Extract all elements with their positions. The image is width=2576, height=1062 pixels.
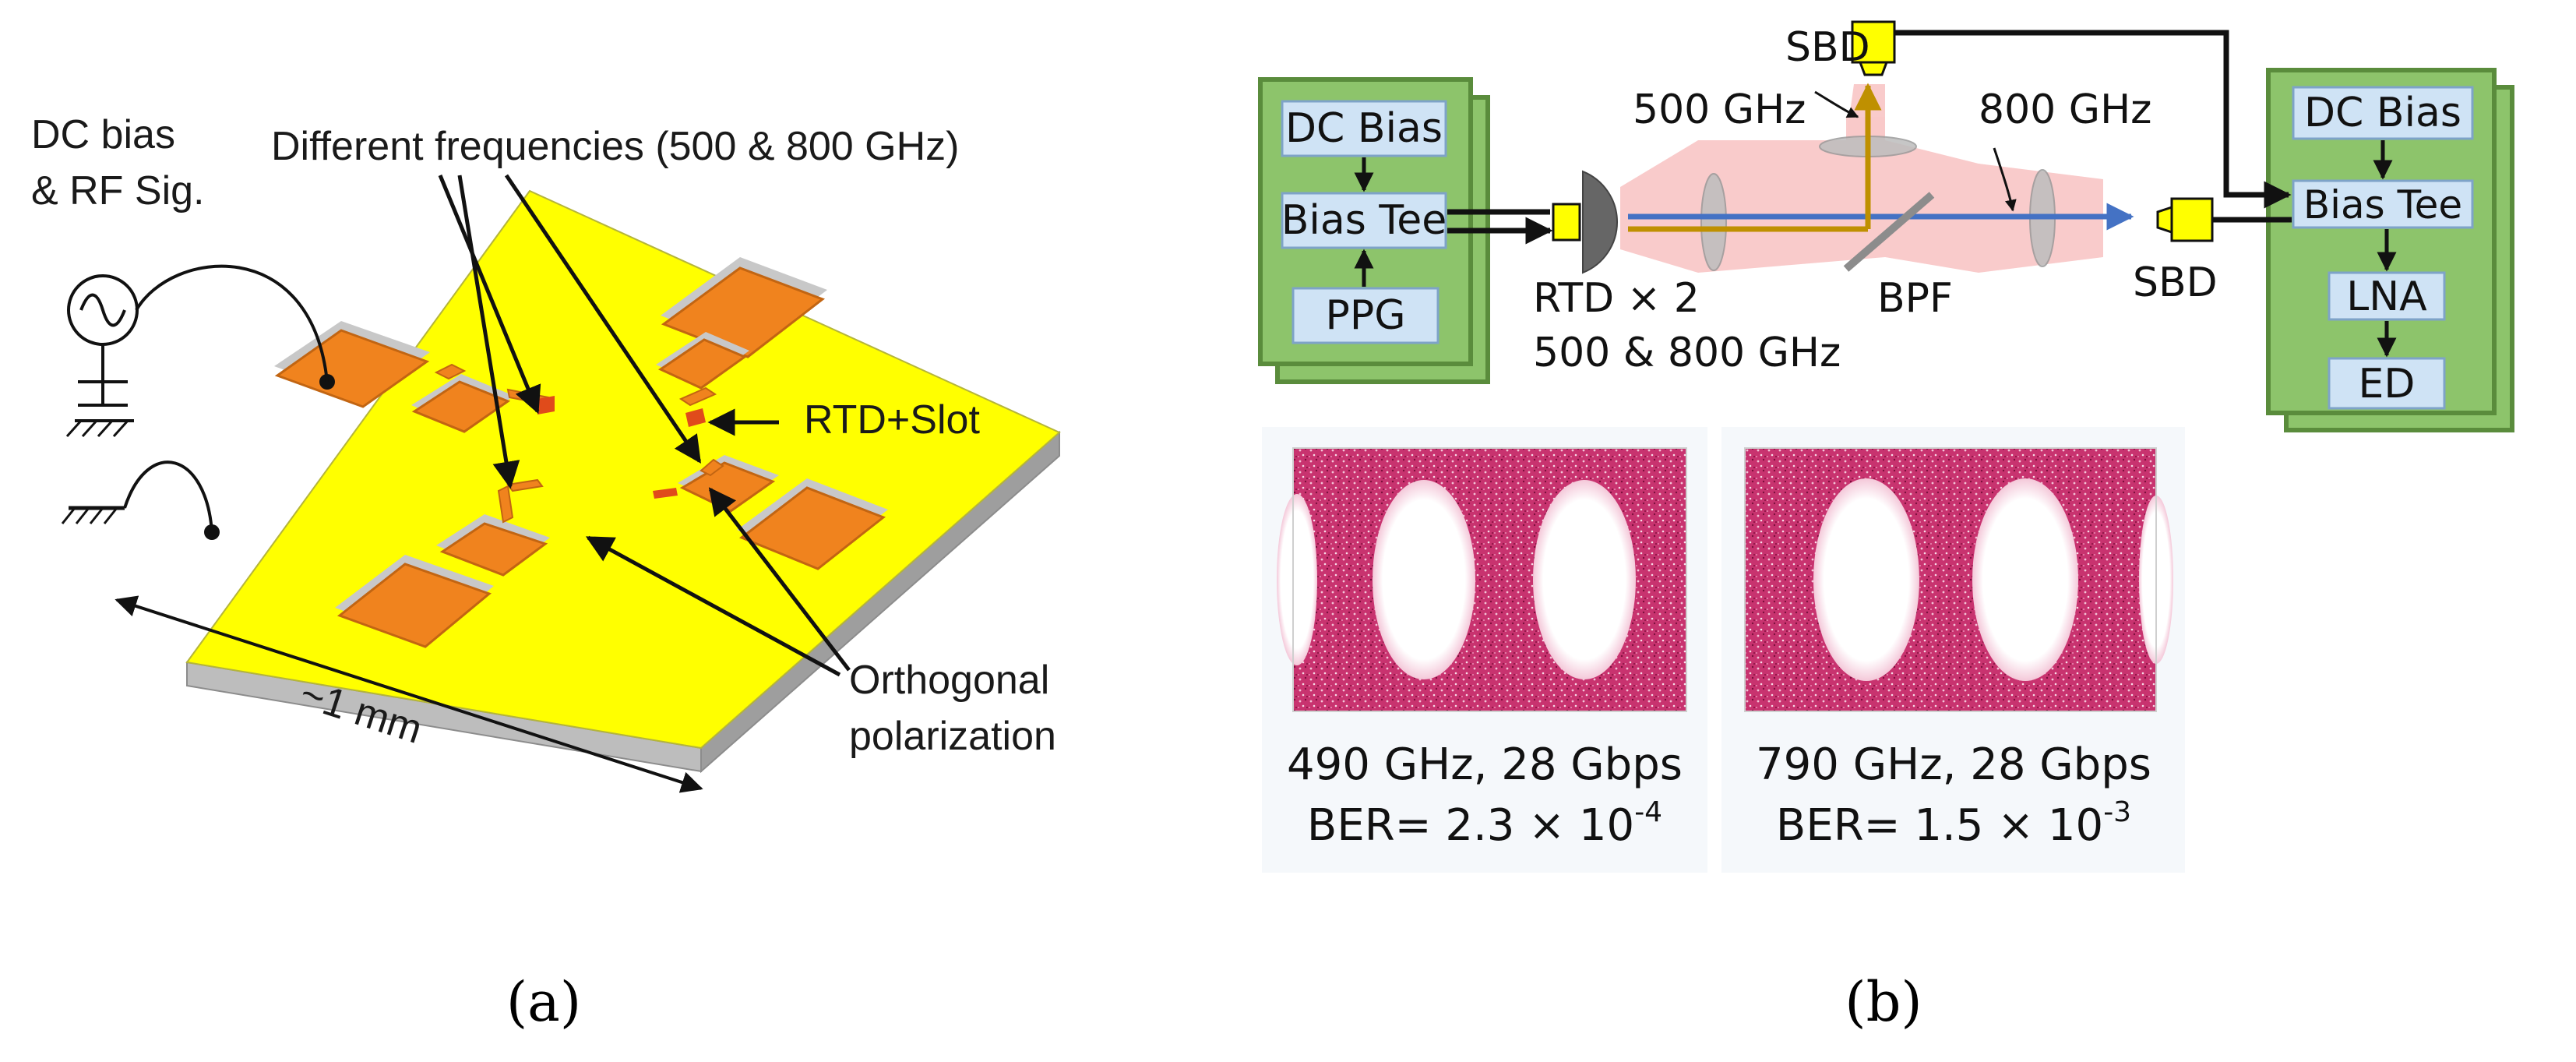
panel-a-caption: (a) [506, 970, 581, 1034]
freq-arrow-3 [504, 174, 702, 464]
dc-bias-label-line1: DC bias [31, 112, 175, 157]
sbd-right-label: SBD [2133, 259, 2218, 306]
lens-1 [1700, 173, 1727, 271]
rx-ed-label: ED [2359, 361, 2416, 408]
rf-wire [135, 264, 329, 383]
ac-source-icon [65, 274, 139, 438]
bpf-label: BPF [1877, 275, 1953, 322]
eye2-ber-exponent: -3 [2103, 796, 2131, 828]
dc-bias-label-line2: & RF Sig. [31, 168, 205, 213]
eye-diagram-790ghz: 790 GHz, 28 Gbps BER= 1.5 × 10-3 [1721, 427, 2185, 873]
eye1-ber-exponent: -4 [1634, 796, 1662, 828]
rx-lna-box [2328, 271, 2446, 321]
freq-arrow-1 [438, 175, 541, 415]
tx-ppg-box [1292, 287, 1440, 344]
ground-icon [61, 506, 125, 524]
panel-b-caption: (b) [1845, 970, 1922, 1034]
tx-ppg-label: PPG [1325, 292, 1405, 339]
orth-arrow-1 [585, 535, 841, 677]
orth-arrow-2 [708, 487, 851, 672]
f500-label: 500 GHz [1633, 86, 1806, 133]
freq-arrow-2 [457, 175, 520, 489]
orthogonal-label-line1: Orthogonal [849, 658, 1049, 703]
ground-wire [123, 460, 213, 533]
pad-bottom-right [653, 455, 888, 570]
rx-ed-box [2328, 357, 2446, 410]
rtd-slot-label: RTD+Slot [804, 397, 980, 443]
tx-dc-bias-label: DC Bias [1285, 105, 1443, 152]
rx-box: DC Bias Bias Tee LNA ED [2266, 68, 2514, 432]
panel-b: DC Bias Bias Tee PPG [1258, 20, 2514, 1034]
rtd-emitter [1552, 170, 1619, 274]
eye1-ber: BER= 2.3 × 10-4 [1307, 796, 1662, 851]
pad-top-right [656, 257, 827, 427]
eye2-ber: BER= 1.5 × 10-3 [1776, 796, 2131, 851]
rx-dc-bias-label: DC Bias [2304, 90, 2461, 136]
eye1-ber-prefix: BER= 2.3 × 10 [1307, 800, 1634, 851]
sbd-top-detector [1851, 20, 1896, 76]
rx-lna-label: LNA [2346, 273, 2427, 320]
wire-sbd-top [1894, 30, 2292, 209]
tx-bias-tee-box [1281, 192, 1447, 249]
sbd-right-detector [2156, 197, 2214, 242]
rx-bias-tee-box [2292, 179, 2474, 229]
rtd-label-line2: 500 & 800 GHz [1533, 330, 1841, 376]
panel-a: DC bias & RF Sig. Different frequencies … [31, 112, 1061, 1034]
thz-beam [1620, 117, 2103, 273]
sbd-top-label: SBD [1785, 24, 1870, 71]
size-dimension-arrow [115, 595, 703, 793]
eye2-ber-prefix: BER= 1.5 × 10 [1776, 800, 2103, 851]
tx-box: DC Bias Bias Tee PPG [1258, 77, 1490, 384]
rx-dc-bias-box [2292, 86, 2474, 140]
eye1-condition: 490 GHz, 28 Gbps [1287, 739, 1683, 790]
f800-label: 800 GHz [1979, 86, 2151, 133]
bpf-filter [1843, 192, 1935, 272]
tx-dc-bias-box [1281, 100, 1447, 157]
rtd-label-line1: RTD × 2 [1533, 275, 1700, 322]
eye-diagram-490ghz: 490 GHz, 28 Gbps BER= 2.3 × 10-4 [1262, 427, 1707, 873]
tx-bias-tee-label: Bias Tee [1281, 197, 1447, 244]
eye2-condition: 790 GHz, 28 Gbps [1756, 739, 2151, 790]
orthogonal-label-line2: polarization [849, 714, 1056, 759]
frequencies-label: Different frequencies (500 & 800 GHz) [271, 124, 960, 169]
rx-bias-tee-label: Bias Tee [2303, 182, 2462, 228]
